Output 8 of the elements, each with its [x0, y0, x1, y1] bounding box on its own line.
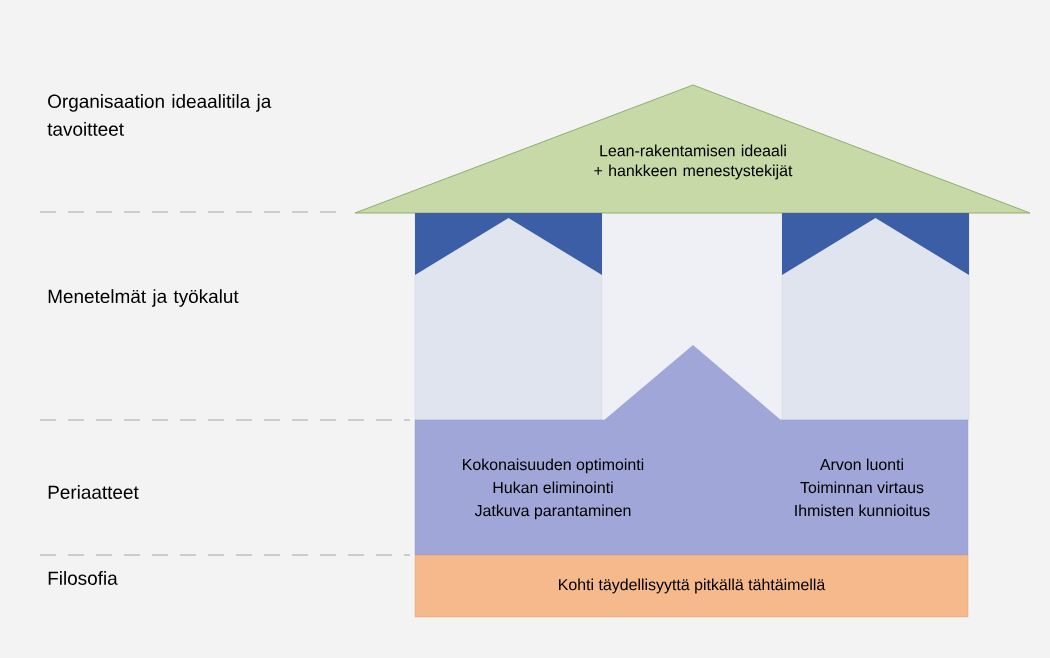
level-label: Organisaation ideaalitila ja tavoitteet — [47, 94, 272, 136]
pillar — [414, 212, 603, 421]
philosophy-band: Kohti täydellisyyttä pitkällä tähtäimellä — [414, 554, 969, 618]
pillar — [781, 212, 970, 421]
roof-triangle: Lean-rakentamisen ideaali + hankkeen menestystekijät — [354, 84, 1031, 214]
level-label: Filosofia — [48, 571, 118, 585]
level-label: Periaatteet — [48, 485, 139, 499]
level-label: Menetelmät ja työkalut — [48, 289, 239, 307]
